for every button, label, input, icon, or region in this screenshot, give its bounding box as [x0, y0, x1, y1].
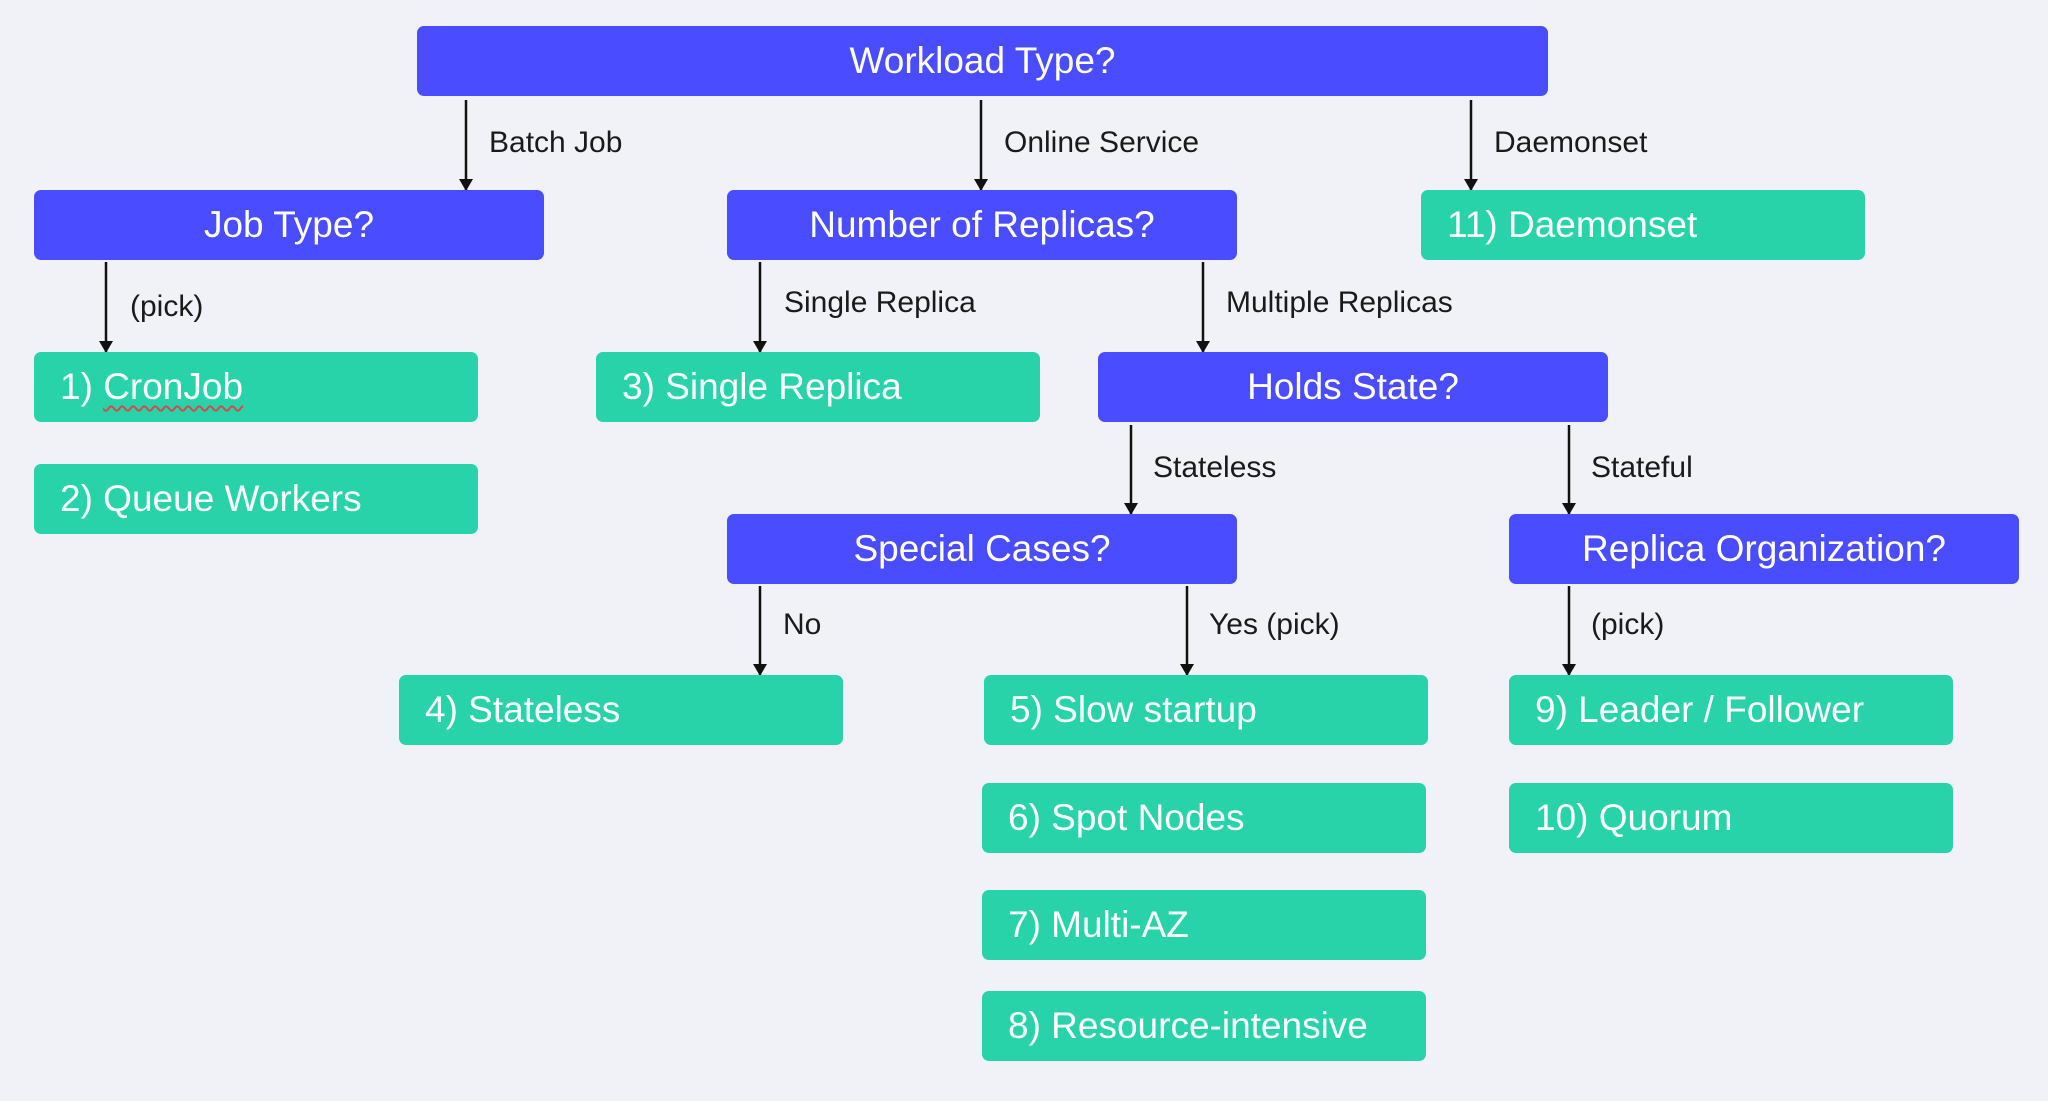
outcome-cronjob-label: CronJob [103, 366, 244, 407]
replicas-node: Number of Replicas? [727, 190, 1237, 260]
label-single-replica: Single Replica [784, 286, 976, 319]
outcome-stateless: 4) Stateless [399, 675, 843, 745]
label-batch-job: Batch Job [489, 126, 623, 159]
outcome-quorum: 10) Quorum [1509, 783, 1953, 853]
outcome-multi-az: 7) Multi-AZ [982, 890, 1426, 960]
holds-state-node: Holds State? [1098, 352, 1608, 422]
outcome-spot-nodes: 6) Spot Nodes [982, 783, 1426, 853]
label-job-pick: (pick) [130, 290, 204, 323]
label-no: No [783, 608, 822, 641]
label-multiple-replicas: Multiple Replicas [1226, 286, 1453, 319]
label-stateless: Stateless [1153, 451, 1277, 484]
replica-organization-node: Replica Organization? [1509, 514, 2019, 584]
outcome-cronjob: 1) CronJob [34, 352, 478, 422]
label-daemonset: Daemonset [1494, 126, 1648, 159]
outcome-queue-workers: 2) Queue Workers [34, 464, 478, 534]
special-cases-node: Special Cases? [727, 514, 1237, 584]
workload-type-node: Workload Type? [417, 26, 1548, 96]
label-online-service: Online Service [1004, 126, 1200, 159]
outcome-slow-startup: 5) Slow startup [984, 675, 1428, 745]
label-stateful: Stateful [1591, 451, 1693, 484]
outcome-daemonset: 11) Daemonset [1421, 190, 1865, 260]
outcome-single-replica: 3) Single Replica [596, 352, 1040, 422]
label-yes-pick: Yes (pick) [1209, 608, 1340, 641]
job-type-node: Job Type? [34, 190, 544, 260]
label-org-pick: (pick) [1591, 608, 1665, 641]
outcome-leader-follower: 9) Leader / Follower [1509, 675, 1953, 745]
outcome-cronjob-number: 1) [60, 366, 93, 407]
outcome-resource-intensive: 8) Resource-intensive [982, 991, 1426, 1061]
